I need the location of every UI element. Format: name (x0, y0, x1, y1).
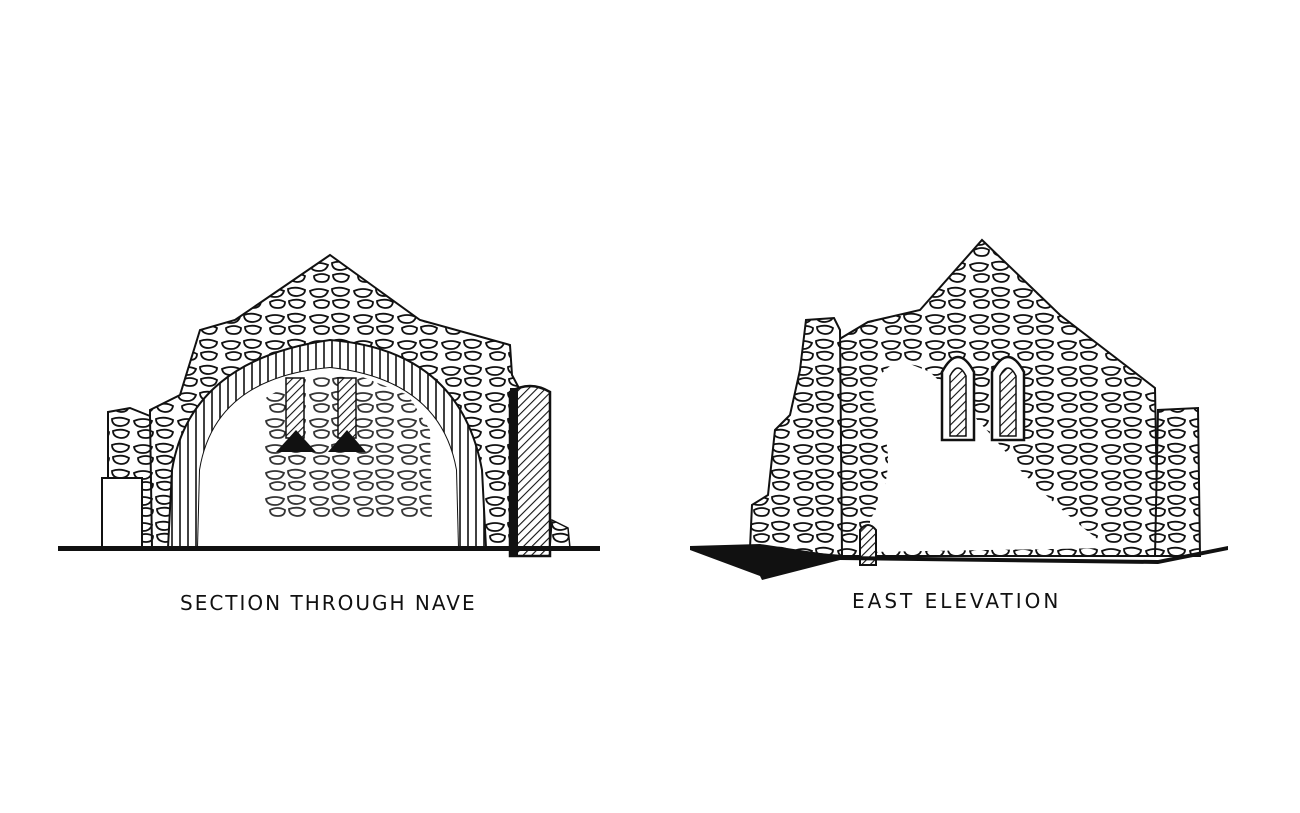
section-cut-wall-edge (510, 388, 518, 556)
section-through-nave-drawing (58, 253, 600, 558)
elevation-ground-line (690, 544, 1228, 580)
elevation-right-buttress (1153, 406, 1202, 557)
elevation-base-niche (859, 524, 877, 566)
east-elevation-drawing (690, 238, 1228, 580)
elevation-plaster-patch (870, 360, 1110, 552)
section-pilaster (101, 477, 143, 549)
elevation-left-wall (748, 316, 844, 558)
section-ground-line (58, 546, 600, 551)
section-caption: SECTION THROUGH NAVE (180, 591, 477, 615)
elevation-caption: EAST ELEVATION (852, 589, 1062, 613)
section-right-stub (549, 518, 571, 549)
elevation-lancet-windows (940, 355, 1026, 442)
section-lancet-windows (276, 377, 366, 452)
